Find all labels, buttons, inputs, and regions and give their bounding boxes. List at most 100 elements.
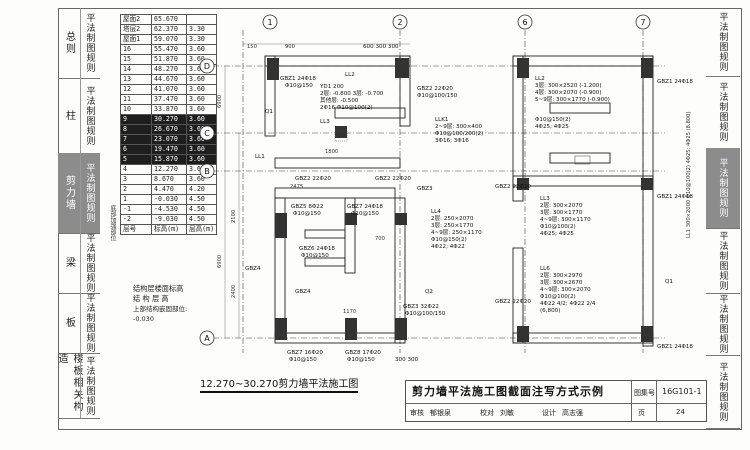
label-gbz7-top: GBZ7 24Φ18 <box>347 204 383 210</box>
floor-cell: 层高(m) <box>185 224 218 235</box>
label-gbz4-b: GBZ4 <box>295 289 311 295</box>
floor-cell: -4.530 <box>151 204 187 215</box>
left-tab-slab-related[interactable]: 楼板相关构造 平法制图规则 <box>56 353 100 419</box>
left-tab-sub: 平法制图规则 <box>80 353 99 418</box>
label-q1: Q1 <box>265 109 273 115</box>
floor-cell: 屋面2 <box>120 14 152 25</box>
right-tab-active[interactable]: 平法制图规则 <box>706 148 740 229</box>
right-tab-label: 平法制图规则 <box>717 82 728 142</box>
floor-cell: 2 <box>120 184 152 195</box>
label-ll2-right-c: 5~9层: 300×1770 (-0.900) <box>535 96 610 103</box>
label-ll6: LL6 <box>540 266 550 272</box>
label-yd1-c: 2Φ16 Φ10@100(2) <box>320 105 373 111</box>
label-gbz6: GBZ6 24Φ18 <box>299 246 335 252</box>
axis-6: 6 <box>522 18 527 27</box>
right-tab[interactable]: 平法制图规则 <box>706 76 740 149</box>
label-ll2-right-d: Φ10@150(2) <box>535 117 571 123</box>
left-tab-sub: 平法制图规则 <box>80 293 99 353</box>
left-tab-shear-wall[interactable]: 剪力墙 平法制图规则 <box>58 153 100 234</box>
right-tab[interactable]: 平法制图规则 <box>706 228 740 294</box>
right-tab-label: 平法制图规则 <box>717 230 728 291</box>
check-label: 校对 <box>480 409 494 417</box>
label-gbz8: GBZ8 17Φ20 <box>345 350 381 356</box>
label-ll3-right-c: 4~9层: 300×1170 <box>540 216 591 223</box>
label-ll3: LL3 <box>320 119 330 125</box>
dim-6900-bottom: 6900 <box>217 255 223 268</box>
floor-cell: 7 <box>120 134 152 145</box>
atlas-label: 图集号 <box>634 389 655 397</box>
dim-150: 150 <box>247 44 257 50</box>
label-ll4-e: 4Φ22; 4Φ22 <box>431 244 465 250</box>
floor-cell: 30.270 <box>151 114 187 125</box>
left-tab-general[interactable]: 总则 平法制图规则 <box>58 8 100 79</box>
floor-cell: 5 <box>120 154 152 165</box>
label-llk1-c: 3Φ16; 3Φ16 <box>435 138 469 144</box>
floor-cell: 65.670 <box>151 14 187 25</box>
floor-cell: -9.030 <box>151 214 187 225</box>
label-ll6-b: 3层: 300×2670 <box>540 279 583 286</box>
label-ll6-d: Φ10@100(2) <box>540 294 576 300</box>
legend-floor-elevation: 结构层楼面标高 <box>133 284 184 293</box>
floor-cell: 4 <box>120 164 152 175</box>
dim-2100: 2100 <box>231 210 237 223</box>
right-tab[interactable]: 平法制图规则 <box>706 355 740 429</box>
label-gbz7-bot: GBZ7 16Φ20 <box>287 350 323 356</box>
label-ll1: LL1 <box>255 154 265 160</box>
floor-cell: 44.670 <box>151 74 187 85</box>
axis-1: 1 <box>267 18 272 27</box>
left-tab-beam[interactable]: 梁 平法制图规则 <box>58 233 100 294</box>
shear-wall-plan: 1 2 6 7 D C B A <box>199 14 693 363</box>
label-gbz3-b: GBZ3 32Φ22 <box>403 304 439 310</box>
floor-cell: 8.670 <box>151 174 187 185</box>
label-gbz7-top-stirrup: Φ10@150 <box>351 211 379 217</box>
review-name: 郁银泉 <box>430 409 451 417</box>
left-tab-label: 柱 <box>63 109 75 122</box>
right-tab[interactable]: 平法制图规则 <box>706 293 740 356</box>
floor-cell: 4.470 <box>151 184 187 195</box>
floor-cell: -1 <box>120 204 152 215</box>
left-tab-slab[interactable]: 板 平法制图规则 <box>58 293 100 354</box>
label-ll2-right-b: 4层: 300×2070 (-0.900) <box>535 89 602 96</box>
legend-embed-value: -0.030 <box>133 315 154 323</box>
left-tab-sub: 平法制图规则 <box>80 78 99 153</box>
label-ll4-a: 2层: 250×2070 <box>431 215 474 222</box>
floor-cell: -2 <box>120 214 152 225</box>
label-gbz1-right: GBZ1 24Φ18 <box>657 79 693 85</box>
floor-cell: -0.030 <box>151 194 187 205</box>
label-gbz6-stirrup: Φ10@150 <box>301 253 329 259</box>
dim-300-300: 300 300 <box>395 357 419 363</box>
title-block: 剪力墙平法施工图截面注写方式示例 图集号 16G101-1 审核 郁银泉 校对 … <box>405 380 707 422</box>
floor-cell: 19.470 <box>151 144 187 155</box>
label-ll6-e: 4Φ22 4/2; 4Φ22 2/4 <box>540 301 596 307</box>
label-ll2: LL2 <box>345 72 355 78</box>
floor-cell: 6 <box>120 144 152 155</box>
left-tab-label: 梁 <box>63 257 75 269</box>
design-label: 设计 <box>542 409 556 417</box>
dim-2475: 2475 <box>290 184 303 190</box>
label-llk1-a: 2~9层: 300×400 <box>435 123 483 130</box>
label-gbz2: GBZ2 22Φ20 <box>417 86 453 92</box>
floor-cell: 33.870 <box>151 104 187 115</box>
left-tab-sub: 平法制图规则 <box>80 233 99 293</box>
right-chapter-tabs: 平法制图规则 平法制图规则 平法制图规则 平法制图规则 平法制图规则 平法制图规… <box>706 8 740 429</box>
floor-table-legend: 结构层楼面标高 结 构 层 高 上部结构嵌固部位: -0.030 <box>133 284 187 324</box>
legend-embed-label: 上部结构嵌固部位: <box>133 305 188 313</box>
left-tab-column[interactable]: 柱 平法制图规则 <box>58 78 100 154</box>
right-tab[interactable]: 平法制图规则 <box>706 8 740 77</box>
atlas-number: 16G101-1 <box>662 387 702 396</box>
axis-7: 7 <box>640 18 645 27</box>
floor-cell: 26.670 <box>151 124 187 135</box>
floor-cell: 59.070 <box>151 34 187 45</box>
label-yd1-a: 2层: -0.800 3层: -0.700 <box>320 90 384 97</box>
dim-6900-top: 6900 <box>217 95 223 108</box>
floor-cell: 11 <box>120 94 152 105</box>
review-label: 审核 <box>410 409 424 417</box>
sheet-title: 剪力墙平法施工图截面注写方式示例 <box>412 385 604 398</box>
dim-600-300-300: 600 300 300 <box>363 44 399 50</box>
floor-cell: 8 <box>120 124 152 135</box>
label-gbz4: GBZ4 <box>245 266 261 272</box>
label-gbz3: GBZ3 <box>417 186 433 192</box>
